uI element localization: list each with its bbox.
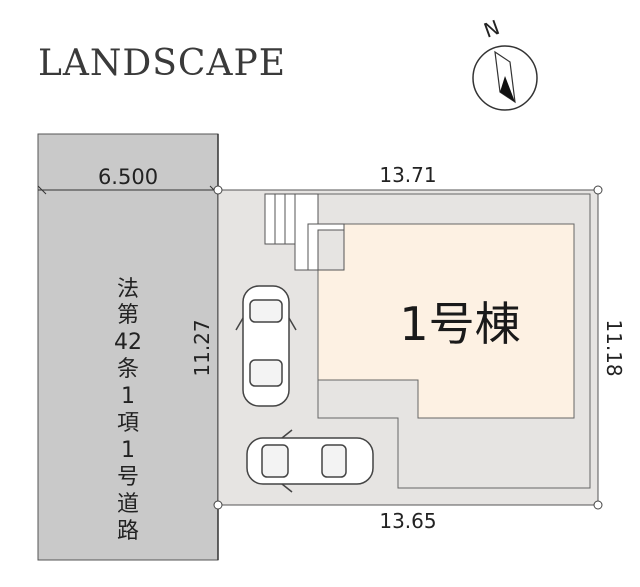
road-label: 法 第 42 条 1 項 1 号 道 路 (114, 277, 142, 544)
car-icon (235, 285, 297, 407)
lot-right-dimension: 11.18 (602, 319, 626, 376)
building-1 (317, 223, 575, 419)
page-title: LANDSCAPE (38, 43, 286, 84)
lot-corner-marker (593, 500, 603, 510)
compass-north-label: N (481, 15, 503, 43)
svg-text:第: 第 (117, 303, 139, 328)
lot-corner-marker (213, 185, 223, 195)
svg-text:道: 道 (117, 492, 139, 517)
svg-text:法: 法 (117, 277, 139, 302)
lot-top-dimension: 13.71 (379, 163, 436, 187)
svg-text:項: 項 (117, 411, 139, 436)
svg-text:42: 42 (114, 330, 142, 355)
lot-corner-marker (593, 185, 603, 195)
compass-icon: N (472, 15, 538, 111)
lot-corner-marker (213, 500, 223, 510)
svg-text:路: 路 (117, 519, 139, 544)
lot-left-dimension: 11.27 (190, 319, 214, 376)
road-area (37, 133, 219, 561)
entrance-steps (264, 193, 345, 271)
building-label: 1号棟 (399, 297, 520, 351)
svg-text:1: 1 (121, 384, 135, 409)
svg-text:号: 号 (117, 465, 139, 490)
car-icon (246, 429, 374, 493)
road-width-label: 6.500 (98, 165, 158, 189)
lot-bottom-dimension: 13.65 (379, 509, 436, 533)
svg-text:1: 1 (121, 438, 135, 463)
svg-text:条: 条 (117, 357, 139, 382)
